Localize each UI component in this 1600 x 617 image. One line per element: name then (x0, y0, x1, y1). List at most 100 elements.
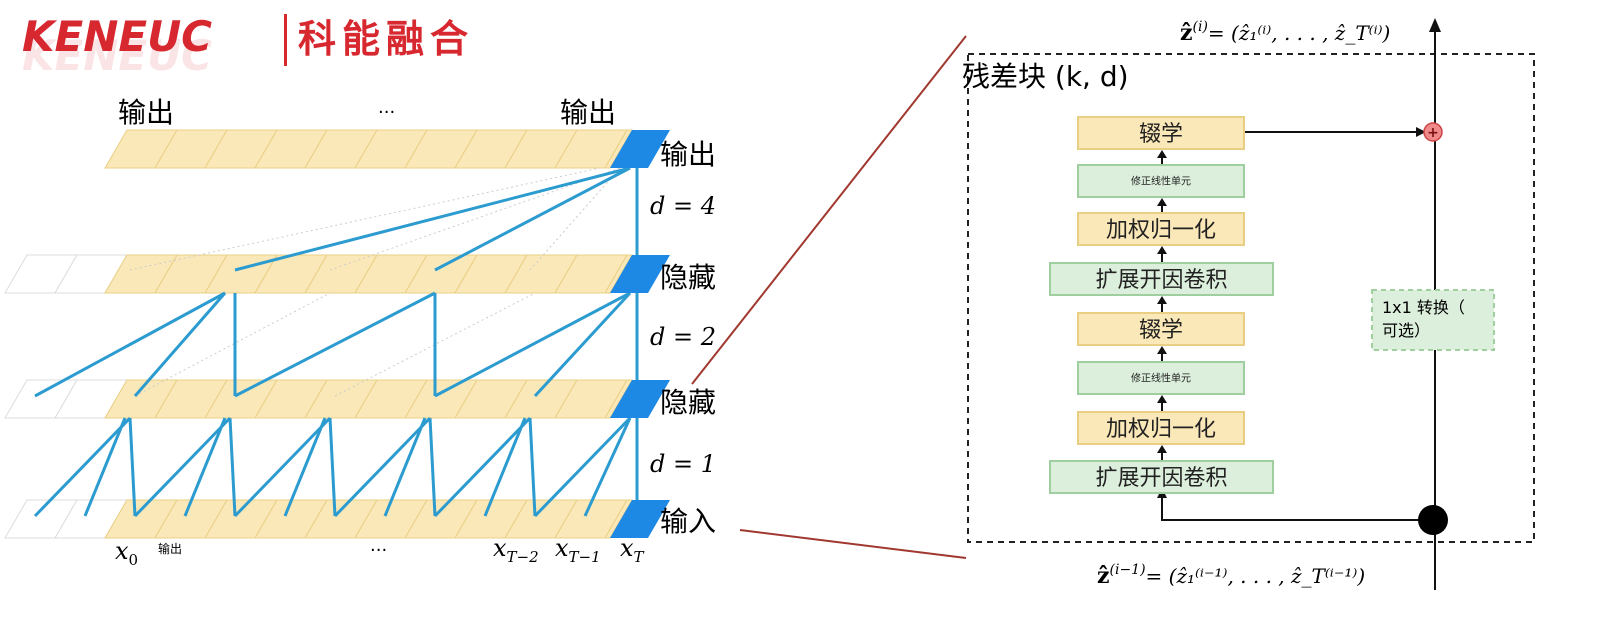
current-unit-hidden-2 (610, 255, 670, 293)
stack-label-5: 修正线性单元 (1131, 372, 1191, 385)
current-unit-hidden-1 (610, 380, 670, 418)
network-layers (4, 129, 633, 539)
connection-d1 (133, 416, 232, 518)
top-formula: ẑ(i)= (ẑ₁⁽ⁱ⁾, . . . , ẑ_T⁽ⁱ⁾) (1180, 19, 1390, 46)
network-connections (33, 166, 639, 518)
stack-box-7 (1049, 460, 1274, 494)
stack-label-6: 加权归一化 (1106, 417, 1216, 442)
stack-box-4 (1077, 312, 1245, 346)
input-axis-labels: x0 输出 ··· xT−2 xT−1 xT (115, 534, 645, 569)
faint-connection (129, 167, 601, 271)
stack-label-2: 加权归一化 (1106, 218, 1216, 243)
connection-d1 (283, 417, 327, 517)
connection-d2 (34, 291, 226, 398)
connection-d1 (83, 417, 127, 517)
connection-d1 (183, 417, 227, 517)
stack-box-0 (1077, 116, 1245, 150)
layer-label-input: 输入 (660, 505, 716, 538)
layer-output (104, 129, 633, 169)
faint-connection (329, 167, 621, 271)
connection-d4 (434, 166, 631, 272)
connection-d4 (234, 166, 631, 272)
connection-d1 (383, 417, 427, 517)
faint-connection (134, 292, 331, 397)
connection-d2 (133, 292, 227, 397)
xT-1-label: xT−1 (555, 534, 601, 566)
connection-d1 (583, 417, 632, 517)
dilation-label-4: d = 4 (650, 192, 716, 220)
connection-d1 (228, 417, 237, 517)
stack-label-0: 辍学 (1139, 122, 1183, 147)
connection-d1 (433, 416, 532, 518)
input-junction-node (1418, 505, 1448, 535)
stack-label-4: 辍学 (1139, 318, 1183, 343)
small-output-label: 输出 (158, 541, 182, 556)
connection-d1 (483, 417, 527, 517)
zoom-connector-bottom (739, 529, 967, 559)
connection-d1 (328, 417, 337, 517)
logo-brand-en-reflection: KENEUC (22, 31, 212, 80)
stack-box-2 (1077, 212, 1245, 246)
network-current-units (610, 130, 670, 538)
plus-arrowhead (1416, 127, 1426, 137)
plus-node (1423, 122, 1443, 142)
logo: KENEUC KENEUC 科能融合 (22, 12, 474, 80)
connection-d1 (128, 417, 137, 517)
stack-box-1 (1077, 164, 1245, 198)
stack-label-7: 扩展开因卷积 (1095, 466, 1227, 491)
stack-arrows (1157, 150, 1167, 461)
output-arrowhead (1429, 18, 1441, 32)
bottom-dots: ··· (370, 540, 387, 561)
conv1x1-label-line1: 1x1 转换（ (1382, 298, 1465, 317)
connection-d1 (33, 416, 132, 518)
logo-brand-en: KENEUC (22, 12, 212, 61)
stack-label-3: 扩展开因卷积 (1095, 268, 1227, 293)
layer-hidden-1 (4, 379, 633, 419)
conv1x1-label-line2: 可选） (1382, 321, 1430, 340)
logo-divider (284, 14, 287, 66)
stack-arrowhead (1157, 395, 1167, 403)
layer-hidden-2 (4, 254, 633, 294)
stack-arrowhead (1157, 296, 1167, 304)
conv1x1-box (1371, 289, 1495, 351)
stack-arrowhead (1157, 150, 1167, 158)
stack-arrowhead (1157, 246, 1167, 254)
dilation-label-1: d = 1 (650, 450, 716, 478)
layer-input (4, 499, 633, 539)
xT-2-label: xT−2 (493, 534, 539, 566)
bottom-formula: ẑ(i−1)= (ẑ₁⁽ⁱ⁻¹⁾, . . . , ẑ_T⁽ⁱ⁻¹⁾) (1097, 562, 1365, 589)
stack-label-1: 修正线性单元 (1131, 175, 1191, 188)
zoom-connector-top (691, 35, 967, 385)
top-label-output-left: 输出 (118, 96, 174, 129)
stack-arrowhead (1157, 346, 1167, 354)
stack-arrowhead (1157, 198, 1167, 206)
connection-d1 (333, 416, 432, 518)
network-faint-connections (129, 167, 621, 397)
layer-label-hidden-2: 隐藏 (660, 261, 716, 294)
current-unit-output (610, 130, 670, 168)
logo-brand-cn: 科能融合 (298, 17, 474, 61)
dilation-label-2: d = 2 (650, 323, 716, 351)
current-unit-input (610, 500, 670, 538)
connection-d1 (428, 417, 437, 517)
top-label-output-right: 输出 (560, 96, 616, 129)
stack-box-5 (1077, 361, 1245, 395)
plus-sign: + (1427, 125, 1439, 141)
residual-block-title: 残差块 (k, d) (962, 60, 1129, 93)
connection-d2 (234, 291, 436, 398)
stack-arrowhead (1157, 445, 1167, 453)
x0-label: x0 (115, 537, 138, 569)
connection-d1 (533, 416, 632, 518)
input-to-stack-line (1161, 492, 1435, 521)
stack-box-3 (1049, 262, 1274, 296)
residual-block-frame (967, 53, 1535, 543)
top-label-dots: ··· (378, 102, 395, 123)
connection-d2 (434, 291, 631, 398)
connection-d1 (528, 417, 537, 517)
connection-d2 (533, 291, 632, 398)
xT-label: xT (620, 534, 645, 566)
layer-label-output: 输出 (660, 138, 716, 171)
stack-box-6 (1077, 411, 1245, 445)
